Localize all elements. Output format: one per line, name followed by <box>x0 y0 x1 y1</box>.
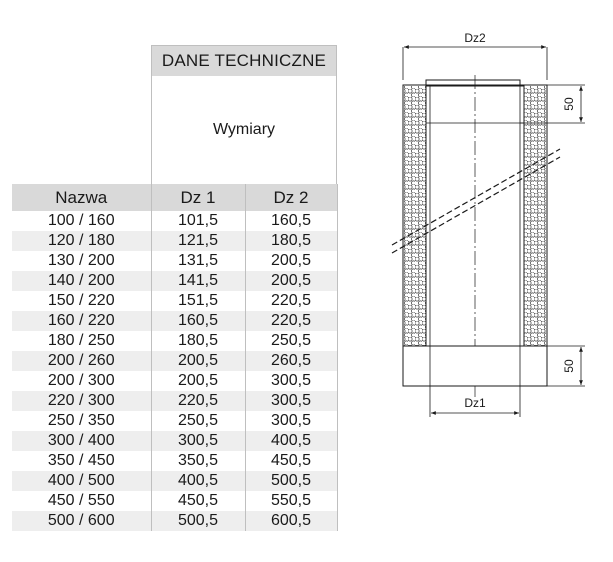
cell-dz2: 220,5 <box>245 291 338 311</box>
table-header-row: Nazwa Dz 1 Dz 2 <box>12 184 338 211</box>
cell-dz2: 250,5 <box>245 331 338 351</box>
cell-nazwa: 200 / 260 <box>12 351 152 371</box>
cell-dz1: 151,5 <box>151 291 246 311</box>
cell-dz2: 260,5 <box>245 351 338 371</box>
cell-dz1: 121,5 <box>151 231 246 251</box>
cell-dz1: 160,5 <box>151 311 246 331</box>
cell-dz2: 300,5 <box>245 371 338 391</box>
insulation-left <box>404 86 426 346</box>
top-50-label: 50 <box>562 97 576 111</box>
cell-nazwa: 450 / 550 <box>12 491 152 511</box>
column-header-dz2: Dz 2 <box>245 184 338 211</box>
cell-nazwa: 100 / 160 <box>12 211 152 231</box>
cell-dz1: 400,5 <box>151 471 246 491</box>
cell-dz2: 200,5 <box>245 251 338 271</box>
break-line-lower <box>391 156 561 254</box>
break-line-upper <box>391 148 561 246</box>
cell-dz2: 180,5 <box>245 231 338 251</box>
cell-nazwa: 350 / 450 <box>12 451 152 471</box>
cell-dz1: 350,5 <box>151 451 246 471</box>
bottom-socket <box>402 345 548 387</box>
cell-dz1: 200,5 <box>151 351 246 371</box>
cell-nazwa: 500 / 600 <box>12 511 152 531</box>
cell-dz2: 450,5 <box>245 451 338 471</box>
bottom-50-label: 50 <box>562 359 576 373</box>
cell-dz2: 500,5 <box>245 471 338 491</box>
cell-dz1: 101,5 <box>151 211 246 231</box>
cell-nazwa: 150 / 220 <box>12 291 152 311</box>
cell-nazwa: 140 / 200 <box>12 271 152 291</box>
section-title-text: DANE TECHNICZNE <box>161 51 327 70</box>
cell-nazwa: 400 / 500 <box>12 471 152 491</box>
cell-dz2: 600,5 <box>245 511 338 531</box>
cell-dz1: 180,5 <box>151 331 246 351</box>
cell-dz1: 141,5 <box>151 271 246 291</box>
dz2-label: Dz2 <box>464 31 486 45</box>
column-header-nazwa: Nazwa <box>12 184 152 211</box>
cell-dz1: 450,5 <box>151 491 246 511</box>
cell-nazwa: 180 / 250 <box>12 331 152 351</box>
cell-nazwa: 160 / 220 <box>12 311 152 331</box>
cell-dz2: 300,5 <box>245 391 338 411</box>
cell-dz2: 220,5 <box>245 311 338 331</box>
cell-nazwa: 200 / 300 <box>12 371 152 391</box>
cell-nazwa: 120 / 180 <box>12 231 152 251</box>
cell-dz1: 500,5 <box>151 511 246 531</box>
cell-nazwa: 130 / 200 <box>12 251 152 271</box>
section-subtitle-text: Wymiary <box>212 121 276 138</box>
insulation-right <box>524 86 546 346</box>
cell-dz1: 300,5 <box>151 431 246 451</box>
cell-dz2: 550,5 <box>245 491 338 511</box>
cell-dz1: 200,5 <box>151 371 246 391</box>
section-subtitle: Wymiary <box>151 76 337 184</box>
cell-dz1: 131,5 <box>151 251 246 271</box>
pipe-diagram: Dz2 50 50 Dz1 <box>391 31 585 417</box>
dz1-label: Dz1 <box>464 396 486 410</box>
cell-dz2: 300,5 <box>245 411 338 431</box>
cell-nazwa: 300 / 400 <box>12 431 152 451</box>
cell-nazwa: 220 / 300 <box>12 391 152 411</box>
section-title: DANE TECHNICZNE <box>151 45 337 76</box>
cell-dz1: 220,5 <box>151 391 246 411</box>
cell-dz1: 250,5 <box>151 411 246 431</box>
cell-nazwa: 250 / 350 <box>12 411 152 431</box>
cell-dz2: 400,5 <box>245 431 338 451</box>
column-header-dz1: Dz 1 <box>151 184 246 211</box>
cell-dz2: 200,5 <box>245 271 338 291</box>
cell-dz2: 160,5 <box>245 211 338 231</box>
